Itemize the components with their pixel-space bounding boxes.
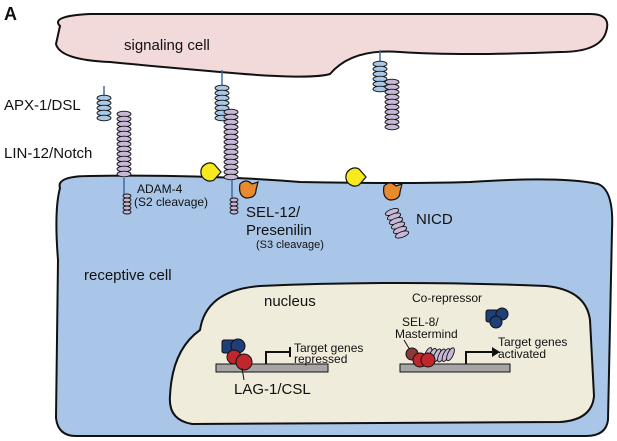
activation-arrow (465, 351, 492, 364)
corepressor-on-dna (221, 338, 246, 354)
nicd-coil-nuclear (423, 347, 455, 363)
sel12-label: SEL-12/ (246, 204, 301, 221)
ligand-1 (96, 94, 112, 122)
ligand-label: APX-1/DSL (4, 97, 81, 114)
adam4-enzyme-1 (200, 162, 222, 182)
repression-arrow (265, 347, 291, 364)
nicd-segment (394, 230, 410, 239)
lag1-label: LAG-1/CSL (234, 381, 311, 398)
receptor-2 (223, 108, 239, 181)
presenilin-enzyme-1 (239, 180, 259, 199)
lag1-left (226, 349, 253, 371)
receptive-cell-label: receptive cell (84, 267, 172, 284)
receptor-tail-1 (122, 193, 132, 215)
signaling-cell-label: signaling cell (124, 37, 210, 54)
presenilin-enzyme-2 (383, 182, 403, 201)
nucleus-label: nucleus (264, 293, 316, 310)
corepressor-complex (485, 307, 509, 329)
corepressor-label: Co-repressor (412, 291, 482, 305)
ligand-group (96, 50, 388, 122)
target-genes-activated-2: activated (498, 347, 546, 361)
nuclear-nicd-segment (446, 347, 455, 362)
ligand-3 (372, 60, 388, 93)
presenilin-label: Presenilin (246, 222, 312, 239)
nicd-label: NICD (416, 211, 453, 228)
receptor-group (116, 78, 400, 215)
receptor-1 (116, 110, 132, 178)
dna-left (215, 363, 329, 373)
signaling-cell (54, 13, 609, 78)
lag1-right (412, 352, 436, 368)
target-genes-activated-1: Target genes (498, 335, 567, 349)
target-genes-repressed-2: repressed (294, 352, 347, 366)
target-genes-repressed-1: Target genes (294, 341, 363, 355)
mastermind-label: Mastermind (395, 327, 458, 341)
nicd-coil (384, 207, 410, 239)
dna-right (399, 363, 511, 373)
adam4-enzyme-2 (345, 167, 367, 187)
panel-label: A (4, 4, 17, 24)
lag1-pointer (241, 367, 245, 381)
activation-arrowhead (492, 347, 500, 357)
receptor-3 (384, 78, 400, 131)
sel8-label: SEL-8/ (402, 315, 439, 329)
receptor-tail-2 (229, 197, 239, 215)
s3-cleavage-label: (S3 cleavage) (256, 239, 324, 251)
adam4-label: ADAM-4 (137, 182, 183, 196)
s2-cleavage-label: (S2 cleavage) (134, 195, 208, 209)
receptor-label: LIN-12/Notch (4, 145, 92, 162)
